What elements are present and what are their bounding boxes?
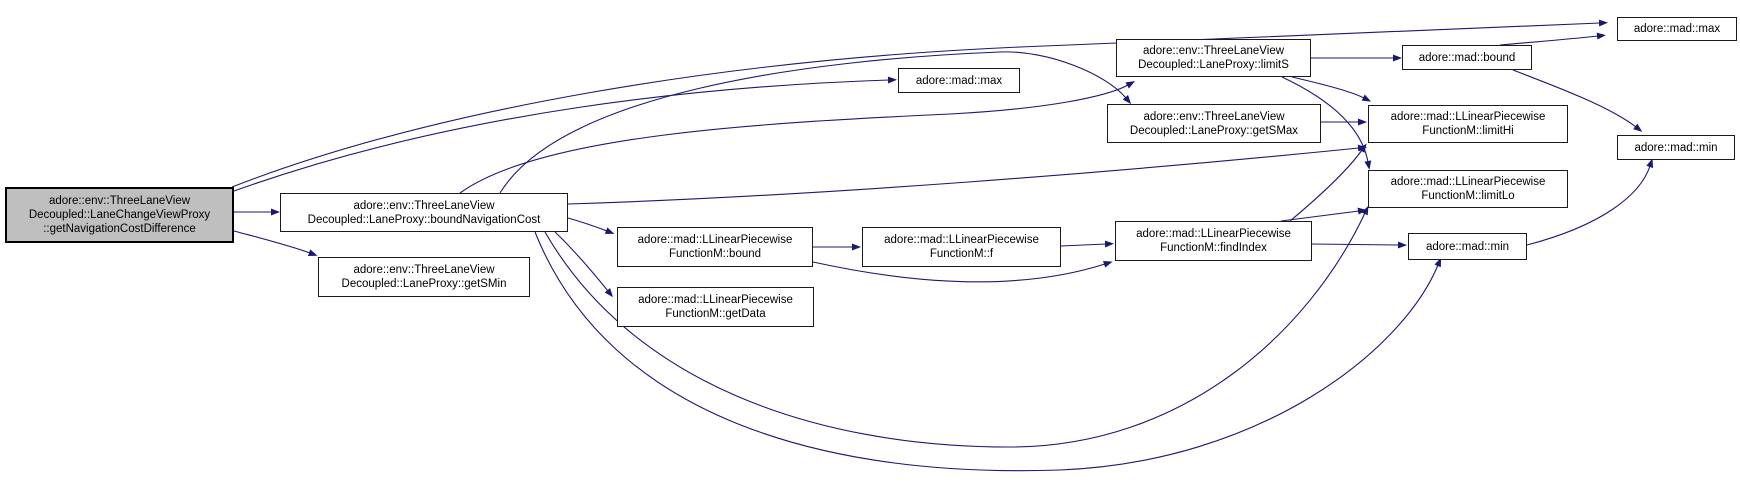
node-label-line: FunctionM::f — [929, 248, 994, 260]
edge-findIndex-to-min2 — [1311, 241, 1407, 249]
node-label-line: FunctionM::bound — [668, 248, 762, 260]
node-label-line: FunctionM::findIndex — [1160, 242, 1267, 254]
edge-boundNavigationCost-to-min2 — [534, 231, 1442, 472]
edge-bound2-to-min — [1512, 69, 1643, 132]
node-label-line: adore::env::ThreeLaneView — [48, 195, 191, 207]
edge-findIndex-to-limitLo — [1280, 207, 1367, 222]
node-min[interactable]: adore::mad::min — [1617, 135, 1735, 160]
edge-limitS-to-limitHi — [1291, 76, 1372, 102]
node-label-line: adore::env::ThreeLaneView — [1142, 45, 1285, 57]
node-label-line: adore::mad::min — [1425, 240, 1510, 253]
edge-getNavigationCostDifference-to-getSMin — [233, 230, 318, 256]
node-label-line: adore::mad::LLinearPiecewise — [1390, 111, 1546, 123]
edge-bound2-to-max — [1499, 32, 1606, 46]
node-label-line: adore::env::ThreeLaneView — [1143, 110, 1285, 123]
node-max[interactable]: adore::mad::max — [1617, 17, 1737, 41]
node-label-line: adore::mad::LLinearPiecewise — [637, 234, 793, 246]
node-label-line: adore::env::ThreeLaneView — [353, 199, 495, 212]
edge-pwBound-to-findIndex — [812, 260, 1113, 283]
node-label-line: Decoupled::LaneProxy::getSMin — [341, 278, 507, 290]
edge-getNavigationCostDifference-to-max — [231, 19, 1608, 188]
node-label-line: FunctionM::getData — [665, 308, 766, 320]
node-label-line: adore::mad::LLinearPiecewise — [1390, 176, 1546, 188]
node-bound2[interactable]: adore::mad::bound — [1402, 45, 1532, 70]
node-label-line: adore::mad::LLinearPiecewise — [1136, 228, 1291, 240]
node-label-line: adore::env::ThreeLaneView — [353, 264, 495, 276]
node-label-line: adore::mad::min — [1634, 141, 1718, 154]
node-label-line: Decoupled::LaneChangeViewProxy — [28, 209, 211, 221]
edge-boundNavigationCost-to-limitS — [459, 81, 1136, 194]
node-label-line: adore::mad::max — [1633, 23, 1721, 35]
edge-min2-to-min — [1526, 158, 1654, 246]
node-label-line: FunctionM::limitHi — [1422, 125, 1514, 137]
node-label-line: adore::mad::bound — [1418, 51, 1516, 64]
edge-boundNavigationCost-to-getSMax — [499, 51, 1132, 194]
node-label-line: FunctionM::limitLo — [1421, 190, 1515, 202]
node-min2[interactable]: adore::mad::min — [1408, 233, 1527, 260]
node-label-line: adore::mad::LLinearPiecewise — [884, 234, 1039, 246]
node-label-line: Decoupled::LaneProxy::limitS — [1138, 59, 1289, 71]
node-max2[interactable]: adore::mad::max — [898, 68, 1020, 93]
node-label-line: Decoupled::LaneProxy::getSMax — [1129, 124, 1299, 137]
node-label-line: adore::mad::max — [915, 74, 1003, 87]
edge-boundNavigationCost-to-pwBound — [567, 217, 615, 234]
edge-limitS-to-limitLo — [1281, 76, 1372, 170]
node-label-line: adore::mad::LLinearPiecewise — [638, 294, 793, 306]
edge-boundNavigationCost-to-limitLo — [544, 205, 1369, 448]
edge-f-to-findIndex — [1060, 240, 1114, 248]
edge-boundNavigationCost-to-limitHi — [567, 144, 1367, 205]
edge-boundNavigationCost-to-getData — [554, 231, 614, 298]
edge-findIndex-to-limitHi — [1289, 143, 1367, 222]
node-label-line: ::getNavigationCostDifference — [43, 223, 196, 235]
edge-getNavigationCostDifference-to-max2 — [233, 76, 897, 192]
node-label-line: Decoupled::LaneProxy::boundNavigationCos… — [307, 213, 541, 226]
